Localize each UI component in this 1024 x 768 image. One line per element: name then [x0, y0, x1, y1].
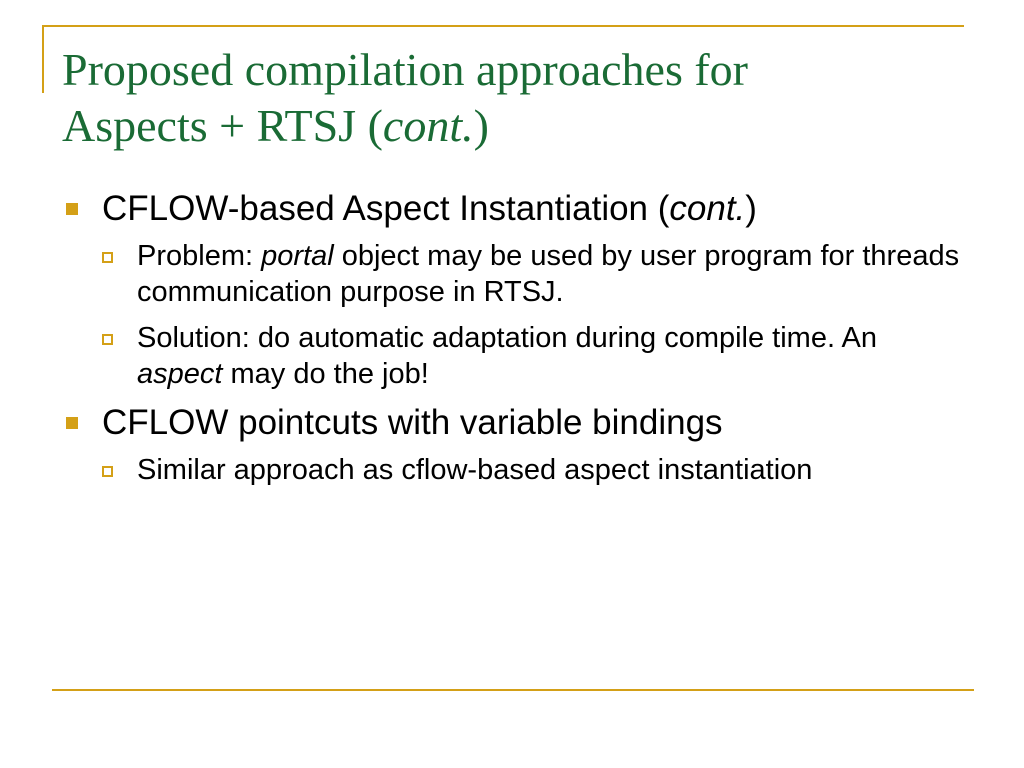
hollow-square-bullet-icon	[102, 334, 113, 345]
bullet-text: CFLOW pointcuts with variable bindings	[102, 403, 723, 442]
hollow-square-bullet-icon	[102, 466, 113, 477]
title-line-2-prefix: Aspects + RTSJ (	[62, 100, 383, 151]
slide-title: Proposed compilation approaches for Aspe…	[62, 42, 992, 154]
sub-bullet-text-suffix: object may be used by user program for t…	[137, 240, 960, 308]
sub-bullet-text-prefix: Problem:	[137, 240, 262, 272]
sub-bullet-similar-approach: Similar approach as cflow-based aspect i…	[102, 452, 962, 488]
square-bullet-icon	[66, 417, 78, 429]
bullet-cflow-instantiation: CFLOW-based Aspect Instantiation (cont.)	[62, 188, 962, 230]
title-line-2-suffix: )	[473, 100, 489, 151]
bullet-text-prefix: CFLOW-based Aspect Instantiation (	[102, 189, 670, 228]
bullet-text-italic: cont.	[669, 189, 746, 228]
top-rule	[42, 25, 964, 27]
bottom-rule	[52, 689, 974, 691]
sub-bullet-text-italic: aspect	[137, 358, 223, 390]
slide-body: CFLOW-based Aspect Instantiation (cont.)…	[62, 188, 962, 498]
sub-bullet-text-prefix: Solution: do automatic adaptation during…	[137, 322, 877, 354]
title-line-2-italic: cont.	[382, 100, 474, 151]
sub-bullet-solution: Solution: do automatic adaptation during…	[102, 320, 962, 392]
bullet-cflow-pointcuts: CFLOW pointcuts with variable bindings	[62, 402, 962, 444]
square-bullet-icon	[66, 203, 78, 215]
sub-bullet-text-italic: portal	[261, 240, 334, 272]
left-rule	[42, 25, 44, 93]
hollow-square-bullet-icon	[102, 252, 113, 263]
bullet-text-suffix: )	[745, 189, 757, 228]
sub-bullet-text: Similar approach as cflow-based aspect i…	[137, 454, 813, 486]
title-line-1: Proposed compilation approaches for	[62, 44, 748, 95]
sub-bullet-problem: Problem: portal object may be used by us…	[102, 238, 962, 310]
sub-bullet-text-suffix: may do the job!	[222, 358, 429, 390]
